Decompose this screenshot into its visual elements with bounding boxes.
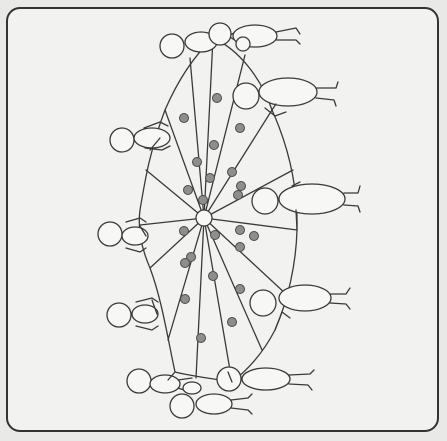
child-figure: [98, 218, 148, 252]
ball: [180, 114, 189, 123]
ball: [181, 259, 190, 268]
child-figure: [110, 122, 170, 152]
child-figure: [170, 394, 252, 418]
ball: [236, 243, 245, 252]
ball: [181, 295, 190, 304]
ball: [211, 231, 220, 240]
ball: [236, 124, 245, 133]
child-figure: [250, 285, 350, 318]
ball: [210, 141, 219, 150]
ball: [184, 186, 193, 195]
child-figure: [127, 369, 201, 394]
ball: [228, 318, 237, 327]
ball: [228, 168, 237, 177]
child-figure: [252, 182, 360, 214]
ball: [206, 174, 215, 183]
parachute-center: [196, 210, 212, 226]
child-figure: [233, 78, 338, 116]
ball: [197, 334, 206, 343]
ball: [180, 227, 189, 236]
child-figure: [209, 23, 300, 51]
ball: [209, 272, 218, 281]
ball: [236, 285, 245, 294]
ball: [199, 196, 208, 205]
ball: [250, 232, 259, 241]
ball: [213, 94, 222, 103]
ball: [236, 226, 245, 235]
ball: [234, 191, 243, 200]
ball: [193, 158, 202, 167]
child-figure: [217, 367, 314, 391]
child-figure: [107, 298, 158, 330]
ball: [237, 182, 246, 191]
